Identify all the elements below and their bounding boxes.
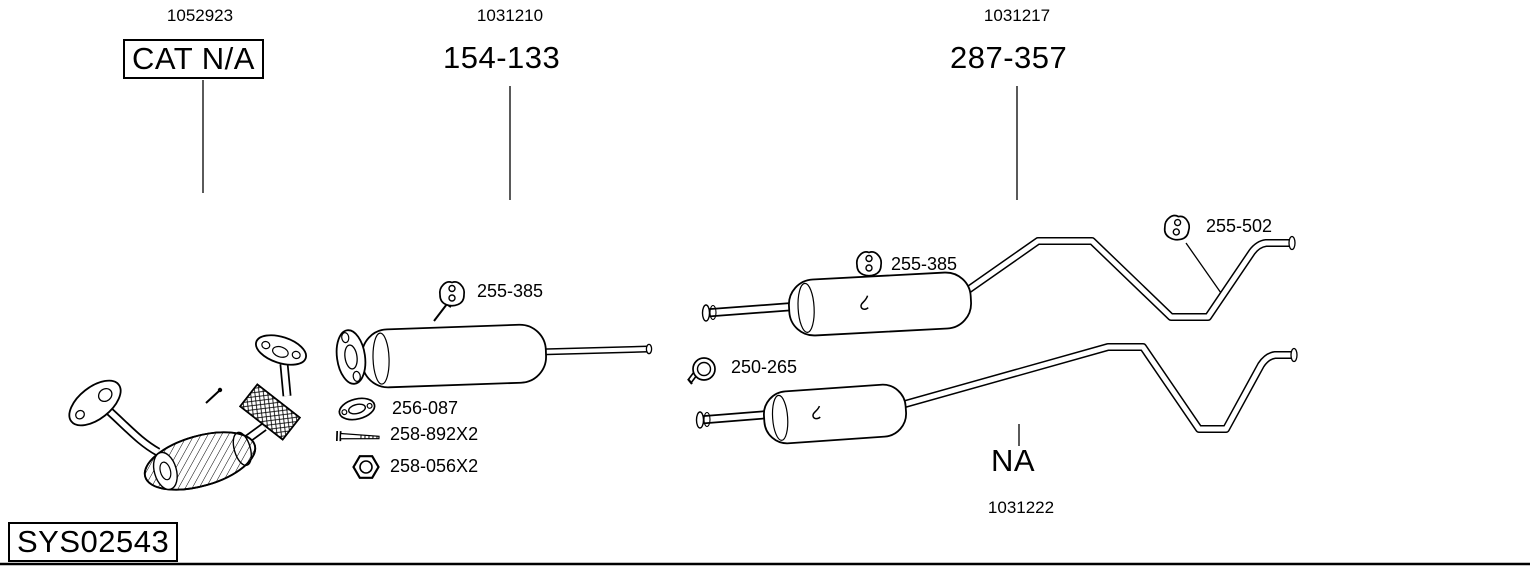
inlet-open-end xyxy=(695,411,705,429)
mid-section-ref: 1031210 xyxy=(476,6,544,25)
part-number-hanger-mid: 255-385 xyxy=(477,281,544,301)
hanger-icon xyxy=(1162,213,1192,243)
hanger-icon xyxy=(855,251,883,277)
tailpipe-open-end xyxy=(645,343,653,355)
front-flange xyxy=(68,379,122,427)
rear-system-top-drawing xyxy=(701,235,1296,337)
part-number-nut: 258-056X2 xyxy=(390,456,479,476)
catalyst-part-ref: 1052923 xyxy=(166,6,234,25)
hanger-icon xyxy=(438,281,466,307)
mid-muffler-body xyxy=(361,323,547,389)
inlet-open-end xyxy=(701,304,711,322)
part-number-hanger-tail: 255-502 xyxy=(1206,216,1273,236)
rear-section-label: 287-357 xyxy=(950,40,1068,75)
system-code: SYS02543 xyxy=(8,522,179,563)
rear-muffler-top-body xyxy=(788,271,972,337)
gasket-icon xyxy=(336,394,378,424)
flex-braid-section xyxy=(238,383,302,441)
nut-icon xyxy=(352,455,380,479)
bolt-icon xyxy=(335,430,380,444)
part-number-clamp: 250-265 xyxy=(731,357,798,377)
part-number-hanger-rear: 255-385 xyxy=(891,254,958,274)
catalytic-converter xyxy=(143,431,257,491)
rear-muffler-bottom-body xyxy=(763,383,907,445)
hanger-pin xyxy=(205,387,223,404)
clamp-icon xyxy=(686,356,717,386)
tailpipe-open-end xyxy=(1288,235,1296,251)
catalyst-label: CAT N/A xyxy=(123,39,264,80)
tailpipe-open-end xyxy=(1290,347,1298,363)
mid-muffler-drawing xyxy=(335,300,653,389)
variant-label: NA xyxy=(991,443,1036,478)
mid-muffler-flange xyxy=(335,329,367,385)
mid-section-label: 154-133 xyxy=(443,40,561,75)
rear-section-ref: 1031217 xyxy=(983,6,1051,25)
header-leader-lines xyxy=(202,80,1222,446)
part-number-bolt: 258-892X2 xyxy=(390,424,479,444)
rear-flange xyxy=(255,334,307,366)
front-pipe-catalyst-drawing xyxy=(68,334,307,491)
variant-ref: 1031222 xyxy=(987,498,1055,517)
rear-system-bottom-drawing xyxy=(695,343,1298,445)
part-number-gasket: 256-087 xyxy=(392,398,459,418)
